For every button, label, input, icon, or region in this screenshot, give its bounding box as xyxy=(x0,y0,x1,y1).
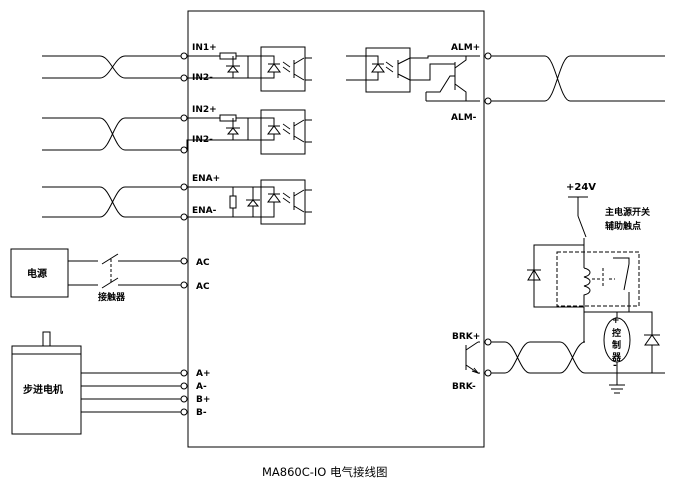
label-in2-minus: IN2- xyxy=(192,135,213,145)
label-ena-plus: ENA+ xyxy=(192,174,220,184)
label-in2-plus: IN2+ xyxy=(192,105,217,115)
svg-text:+: + xyxy=(612,316,620,326)
label-b-plus: B+ xyxy=(196,395,210,405)
label-ena-minus: ENA- xyxy=(192,206,217,216)
diagram-caption: MA860C-IO 电气接线图 xyxy=(262,465,388,479)
power-source-label: 电源 xyxy=(27,267,47,280)
label-b-minus: B- xyxy=(196,408,207,418)
terminal-in1-minus xyxy=(180,74,188,82)
label-brk-minus: BRK- xyxy=(452,382,476,392)
svg-text:-: - xyxy=(613,361,617,371)
input-channel-ena: ENA+ ENA- xyxy=(42,174,312,225)
input-channel-1: IN1+ IN2- xyxy=(42,43,312,92)
label-alm-minus: ALM- xyxy=(451,113,477,123)
power-section: 电源 接触器 AC AC xyxy=(10,248,210,303)
motor-section: 步进电机 A+ A- B+ B- xyxy=(11,331,211,435)
driver-box xyxy=(187,10,485,448)
ground-icon xyxy=(609,373,625,394)
brake-output: BRK+ BRK- +24V 主电源开关 辅助触点 + 控 制 器 - xyxy=(452,182,665,394)
contactor-label: 接触器 xyxy=(98,291,126,303)
motor-body xyxy=(11,353,82,435)
label-brk-plus: BRK+ xyxy=(452,332,480,342)
label-ac-1: AC xyxy=(196,258,210,268)
terminal-in1-plus xyxy=(180,52,188,60)
controller-char-3: 器 xyxy=(611,352,622,363)
supply-voltage-label: +24V xyxy=(566,182,596,193)
controller-char-1: 控 xyxy=(612,327,621,339)
label-in1-plus: IN1+ xyxy=(192,43,217,53)
label-alm-plus: ALM+ xyxy=(451,43,480,53)
power-source-box xyxy=(10,248,69,298)
label-in1-minus: IN2- xyxy=(192,73,213,83)
aux-contact-line1: 主电源开关 xyxy=(605,206,650,218)
input-channel-2: IN2+ IN2- xyxy=(42,105,312,155)
label-a-minus: A- xyxy=(196,382,207,392)
label-a-plus: A+ xyxy=(196,369,211,379)
label-ac-2: AC xyxy=(196,282,210,292)
motor-label: 步进电机 xyxy=(23,383,63,396)
controller-char-2: 制 xyxy=(612,339,621,351)
alarm-output: ALM+ ALM- xyxy=(346,43,665,123)
aux-contact-line2: 辅助触点 xyxy=(605,220,641,232)
